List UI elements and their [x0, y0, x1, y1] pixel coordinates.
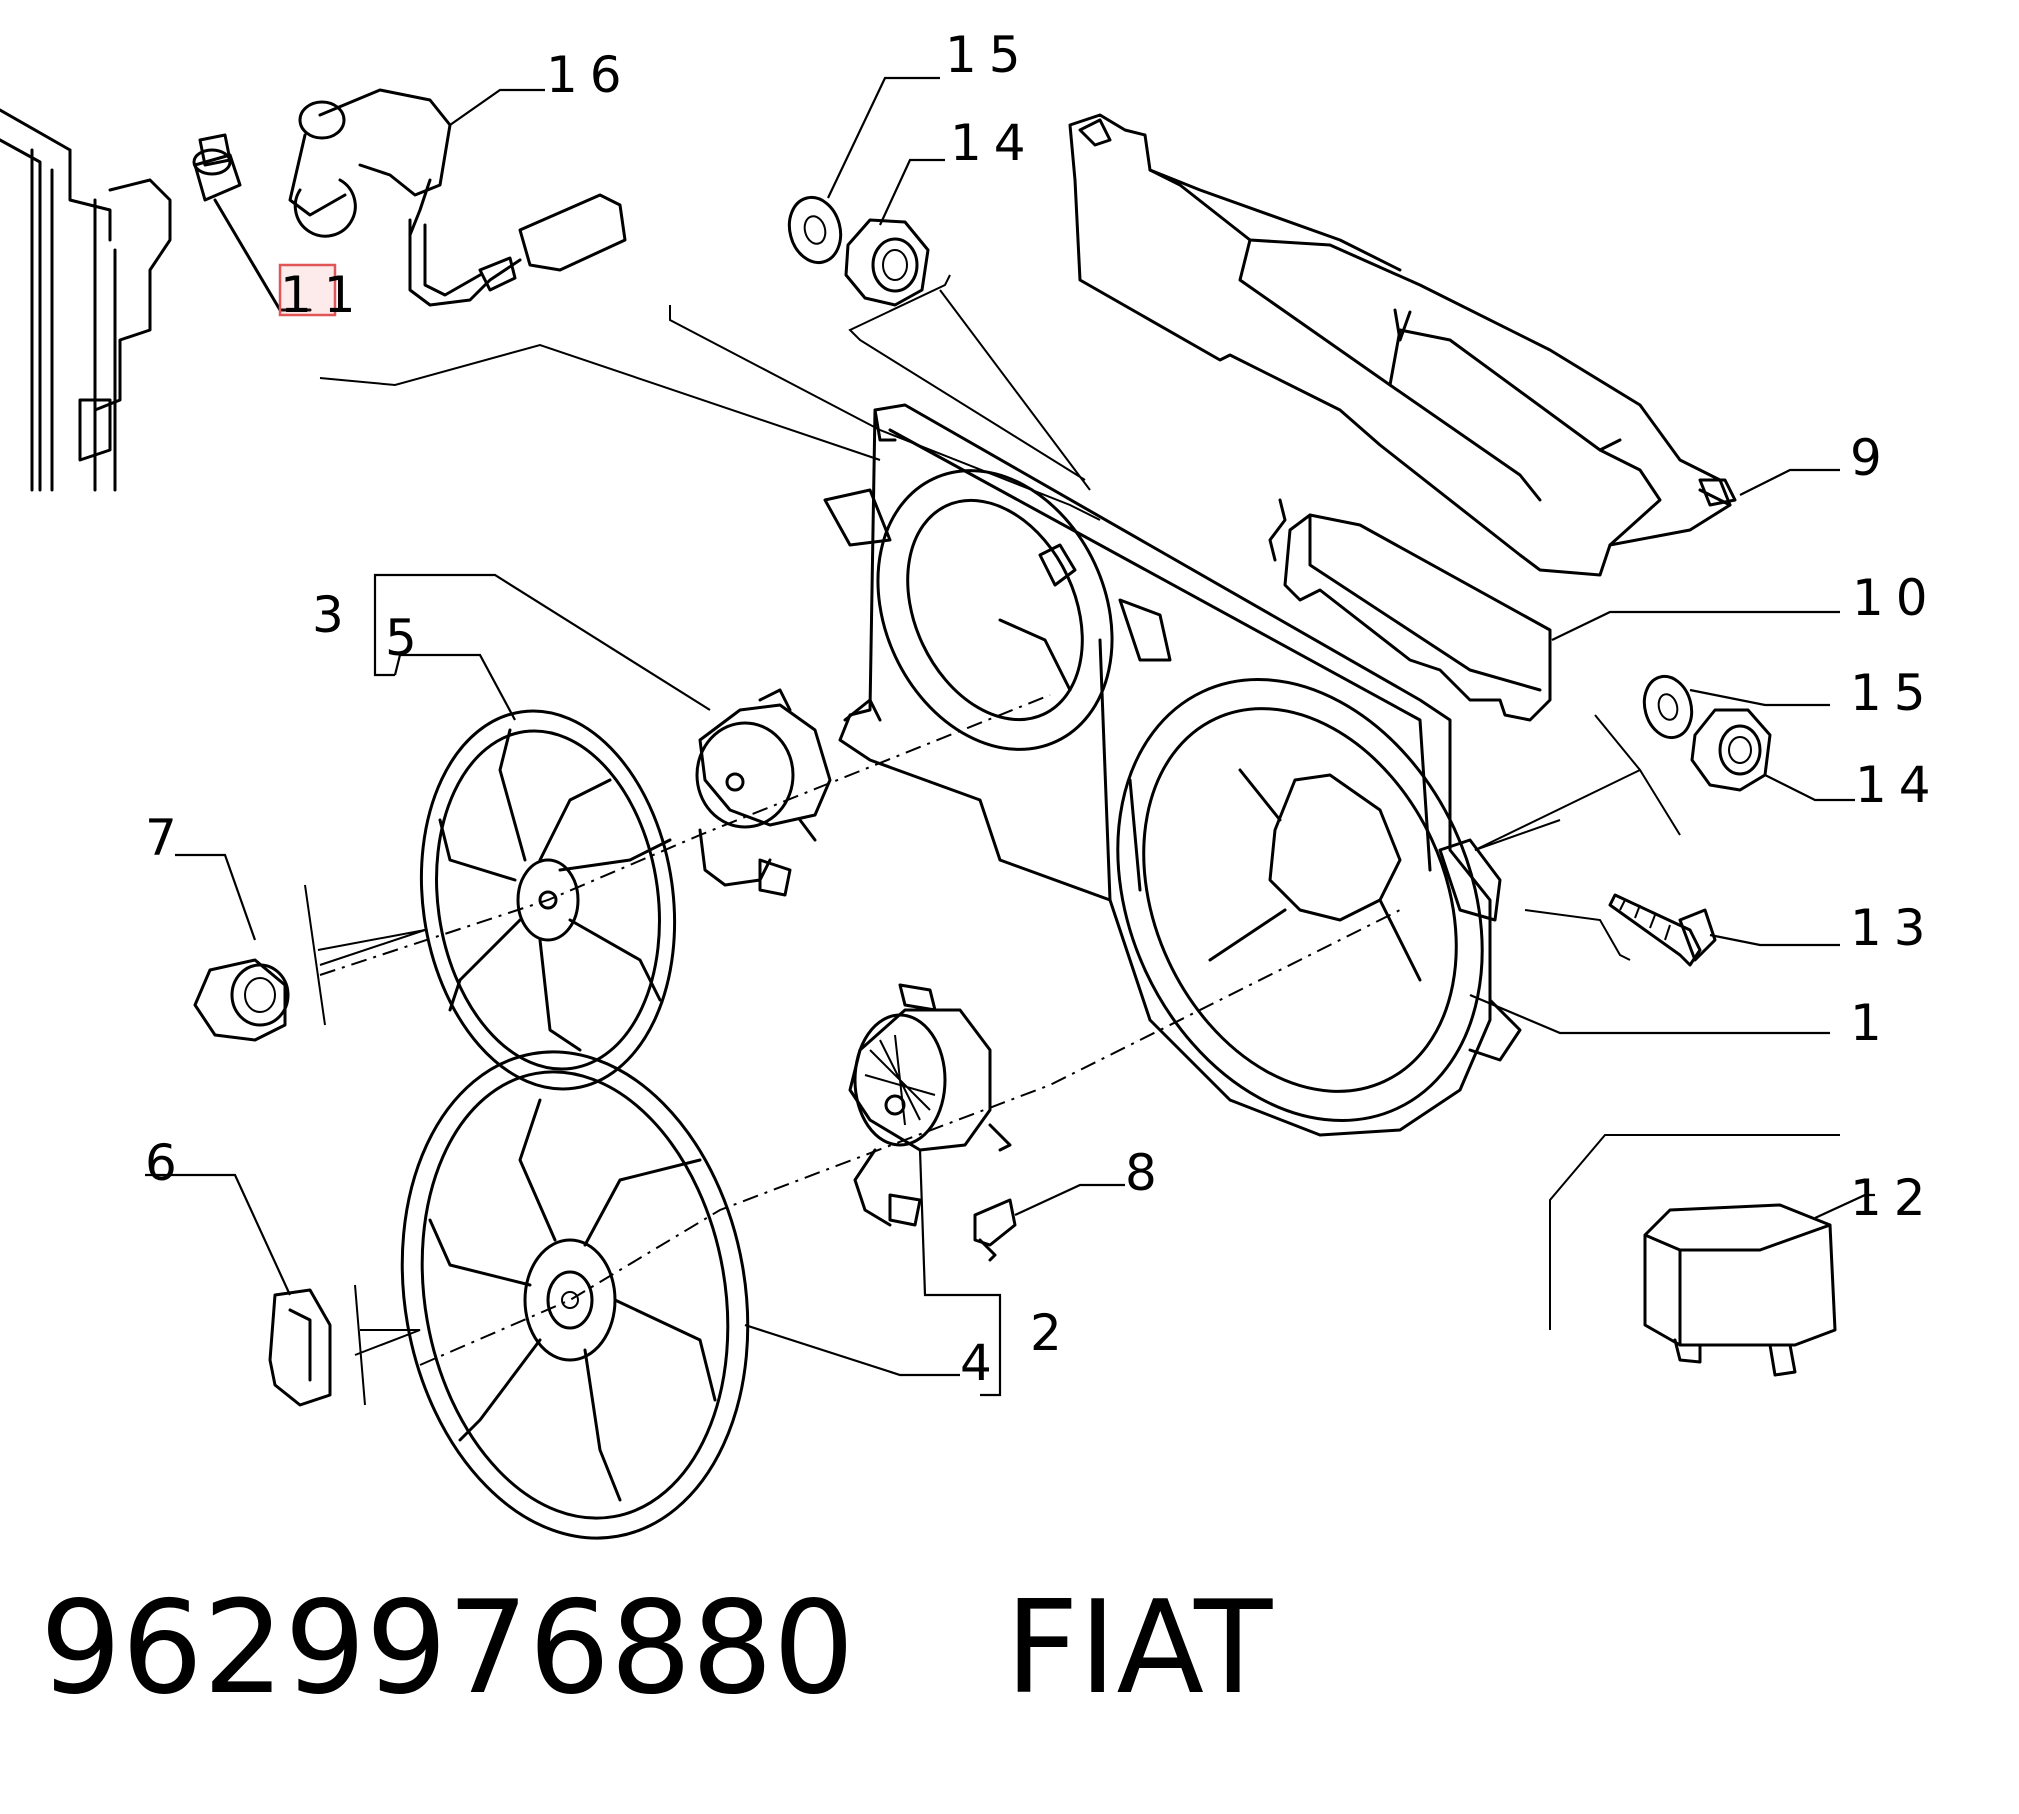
callout-16: 16	[546, 46, 634, 104]
upper-fan-motor	[319, 573, 1051, 1091]
callout-8: 8	[1125, 1144, 1169, 1202]
callout-14-top: 14	[950, 114, 1038, 172]
highlight-box-11	[278, 263, 337, 317]
callout-3: 3	[312, 586, 356, 644]
part-caption: 9629976880 FIAT	[40, 1585, 1272, 1713]
callout-10: 10	[1852, 569, 1940, 627]
callout-15-top: 15	[945, 26, 1033, 84]
radiator-edge	[0, 108, 172, 492]
relay	[1549, 1134, 1875, 1377]
callout-15-right: 15	[1850, 664, 1938, 722]
fan-clip	[973, 1183, 1125, 1262]
callout-11: 11	[280, 266, 368, 324]
callout-12: 12	[1850, 1169, 1938, 1227]
callout-1: 1	[1850, 994, 1894, 1052]
fan-shroud-frame	[319, 274, 1830, 1137]
mounting-screw	[1524, 893, 1840, 967]
lower-fan-motor	[400, 909, 1401, 1540]
part-number: 9629976880	[40, 1574, 855, 1723]
callout-14-right: 14	[1855, 756, 1943, 814]
washer-nut-right	[1594, 674, 1855, 836]
brand-name: FIAT	[1005, 1574, 1273, 1723]
callout-4: 4	[960, 1334, 1004, 1392]
callout-labels: 16 15 14 11 9 10 3 5 15 14 7 13 1 6 8 12…	[145, 26, 1943, 1392]
callout-13: 13	[1850, 899, 1938, 957]
thermal-switch	[288, 88, 627, 307]
lower-bracket	[1268, 498, 1840, 722]
callout-7: 7	[145, 809, 189, 867]
washer-nut-top	[787, 76, 945, 307]
callout-9: 9	[1850, 429, 1894, 487]
spring-clip	[145, 1173, 421, 1407]
callout-5: 5	[385, 609, 429, 667]
fan-nut	[175, 853, 426, 1042]
callout-6: 6	[145, 1134, 189, 1192]
upper-deflector	[1068, 113, 1840, 577]
callout-2: 2	[1030, 1304, 1074, 1362]
